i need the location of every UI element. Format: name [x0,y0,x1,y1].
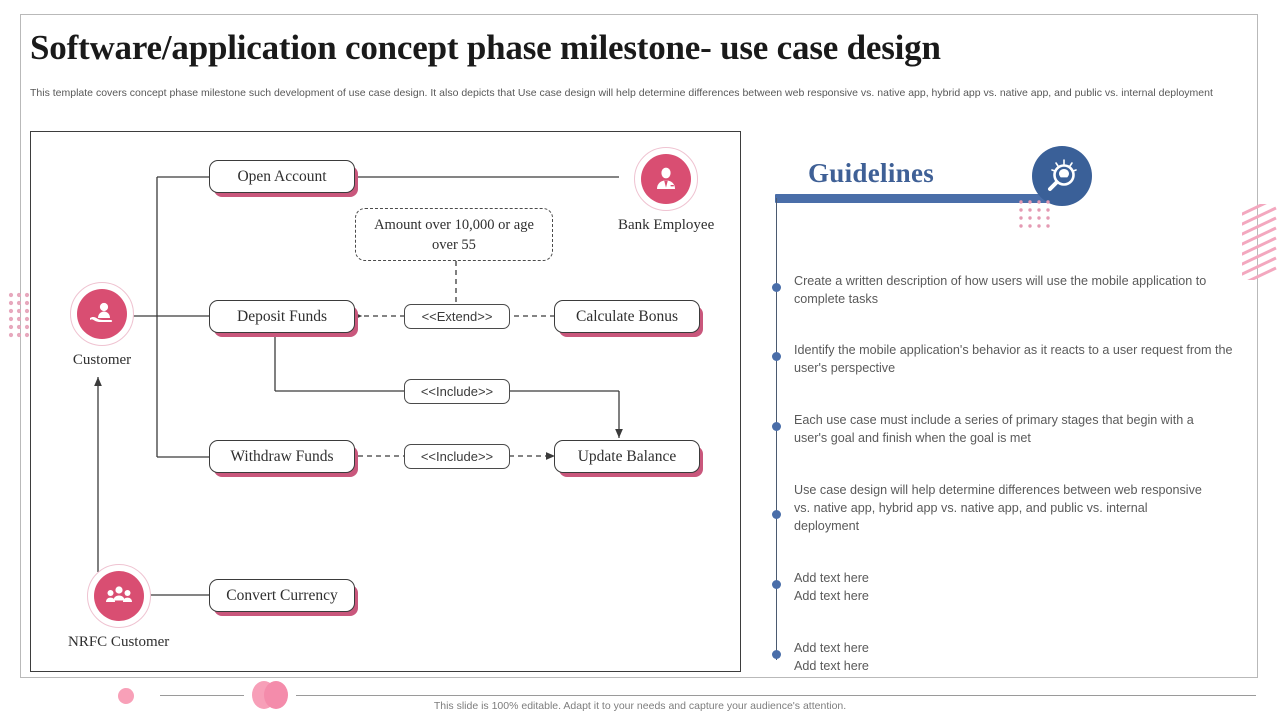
guideline-text: Each use case must include a series of p… [794,413,1194,445]
footer-circle-decoration-small [118,688,134,704]
magnifier-bulb-icon [1032,146,1092,206]
customer-avatar-disc [77,289,127,339]
dot-grid-decoration-left [8,292,32,344]
timeline-bullet-icon [772,352,781,361]
use-case-update-balance[interactable]: Update Balance [554,440,700,473]
guidelines-title: Guidelines [808,158,935,188]
hand-holding-person-icon [90,302,113,322]
customer-avatar-ring [70,282,134,346]
condition-note: Amount over 10,000 or age over 55 [355,208,553,261]
nrfc-avatar-ring [86,564,151,628]
use-case-withdraw-funds[interactable]: Withdraw Funds [209,440,355,473]
actor-nrfc-customer[interactable]: NRFC Customer [68,564,169,651]
business-person-icon [657,167,676,189]
bank-employee-avatar-disc [641,154,692,204]
page-title: Software/application concept phase miles… [30,28,941,67]
footer-circle-decoration-b [264,681,288,709]
actor-label: Customer [72,352,132,368]
diagonal-stripes-decoration-right [1242,204,1280,280]
stereotype-include-withdraw: <<Include>> [404,444,510,469]
actor-label: NRFC Customer [68,634,170,650]
actor-bank-employee[interactable]: Bank Employee [618,147,714,234]
use-case-convert-currency[interactable]: Convert Currency [209,579,355,612]
use-case-open-account[interactable]: Open Account [209,160,355,193]
right-edge-line [1257,14,1258,678]
page-subtitle: This template covers concept phase miles… [30,87,1213,99]
timeline-bullet-icon [772,580,781,589]
stereotype-include-deposit: <<Include>> [404,379,510,404]
timeline-bullet-icon [772,650,781,659]
timeline-bullet-icon [772,422,781,431]
timeline-bullet-icon [772,283,781,292]
guideline-text: Use case design will help determine diff… [794,483,1202,533]
actor-label: Bank Employee [618,217,715,233]
stereotype-extend: <<Extend>> [404,304,510,329]
guidelines-underline-bar [775,194,1060,203]
dot-grid-decoration-right [1019,200,1055,230]
footer-note: This slide is 100% editable. Adapt it to… [433,700,847,712]
guideline-text: Add text here Add text here [794,641,869,673]
use-case-diagram-panel: Customer Bank Employee [30,131,741,672]
use-case-deposit-funds[interactable]: Deposit Funds [209,300,355,333]
actor-customer[interactable]: Customer [70,282,134,369]
nrfc-avatar-disc [93,571,144,621]
guideline-text: Add text here Add text here [794,571,869,603]
guideline-text: Create a written description of how user… [794,274,1207,306]
guideline-text: Identify the mobile application's behavi… [794,343,1233,375]
diagram-connectors [94,176,623,596]
people-group-icon [105,586,132,602]
timeline-bullet-icon [772,510,781,519]
bank-employee-avatar-ring [634,147,699,211]
footer-long-rule [296,695,1256,696]
footer-short-rule [160,695,244,696]
left-edge-line [20,14,21,678]
use-case-calculate-bonus[interactable]: Calculate Bonus [554,300,700,333]
